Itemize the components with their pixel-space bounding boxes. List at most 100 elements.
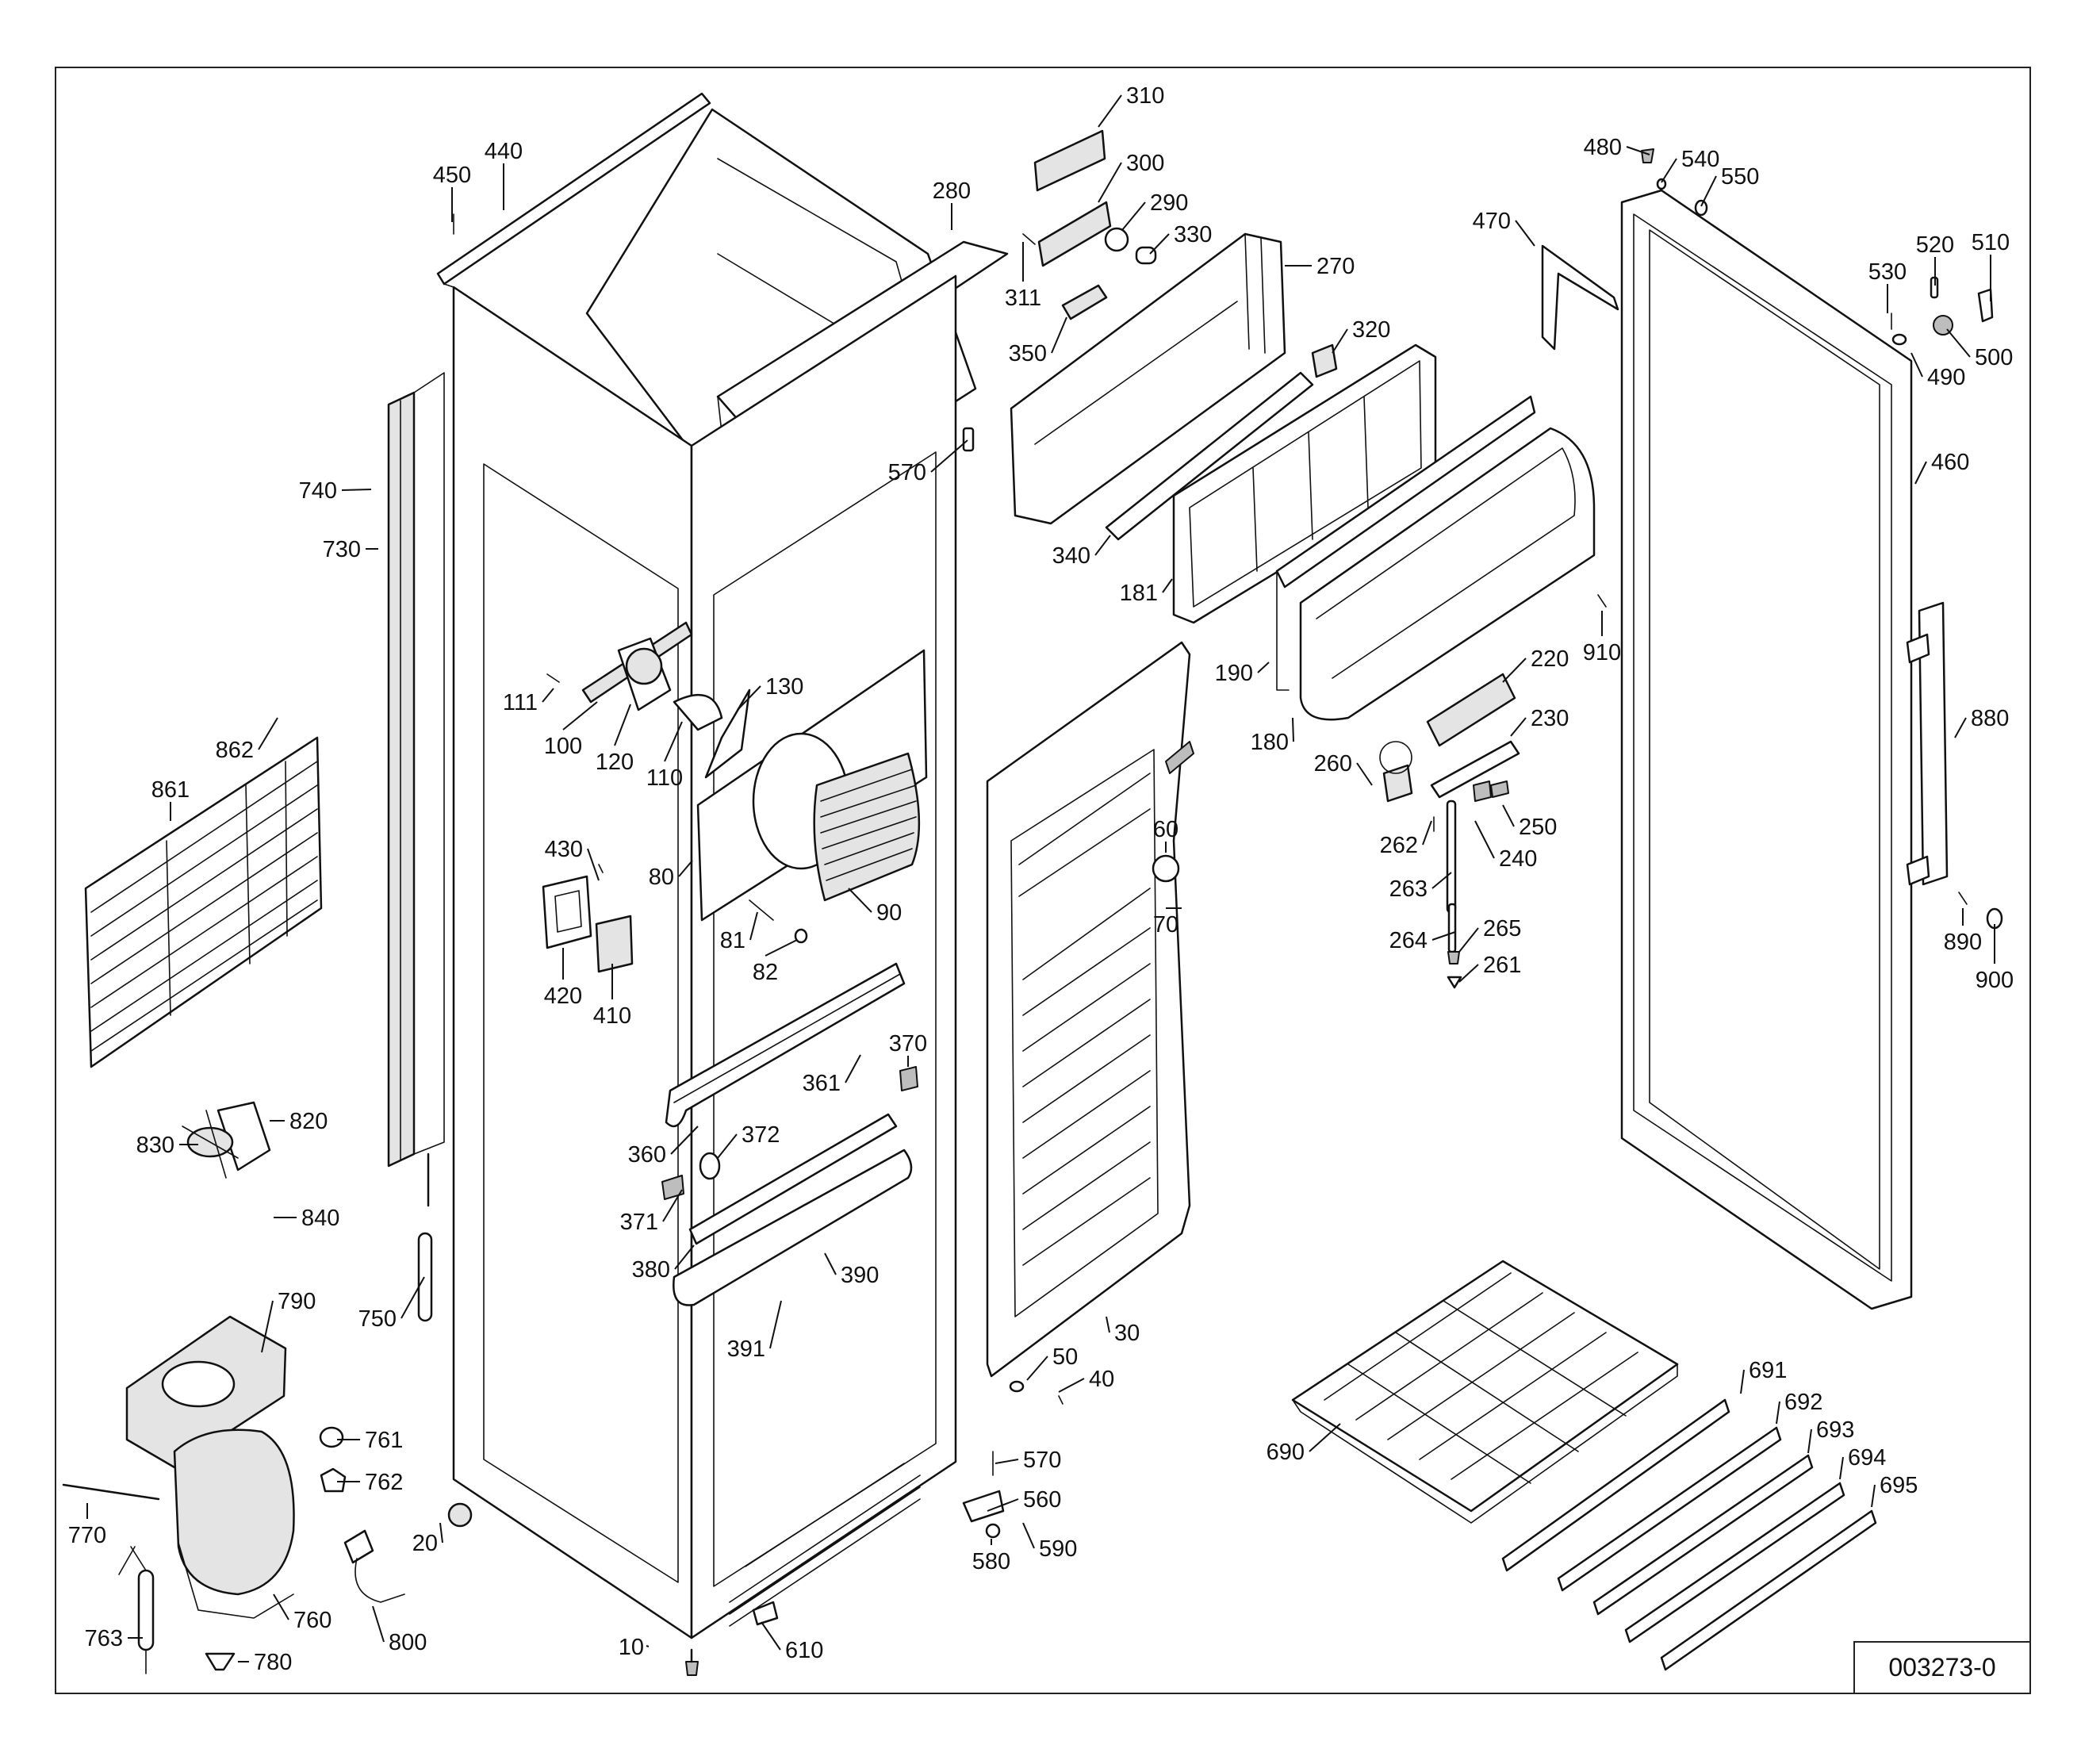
part-number-361: 361 [803,1071,841,1096]
part-number-890: 890 [1944,930,1982,955]
part-number-262: 262 [1380,833,1418,858]
part-number-750: 750 [358,1306,397,1332]
part-number-264: 264 [1389,928,1428,953]
leader-line [273,1593,289,1620]
part-number-320: 320 [1352,317,1390,343]
part-number-40: 40 [1089,1367,1114,1392]
part-number-270: 270 [1316,254,1355,279]
part-number-120: 120 [596,750,634,775]
part-number-460: 460 [1931,450,1969,475]
part-number-570: 570 [888,460,926,485]
leader-line [1431,872,1452,889]
leader-line [1121,201,1146,231]
part-number-111: 111 [503,690,538,715]
leader-line [1309,1423,1341,1452]
part-number-763: 763 [85,1626,123,1651]
part-number-310: 310 [1126,83,1164,109]
leader-line [1515,220,1535,247]
part-number-30: 30 [1114,1321,1140,1346]
leader-line [1356,762,1373,786]
leader-line [1776,1401,1780,1425]
part-number-10: 10 [619,1635,644,1660]
leader-line [562,701,598,731]
part-number-181: 181 [1120,581,1158,606]
drawing-frame [55,67,2031,1694]
part-number-440: 440 [485,139,523,164]
leader-line [1502,658,1527,683]
part-references: 1020304050607080818290100110111120130180… [68,83,2014,1675]
leader-line [1162,578,1173,593]
leader-line [749,911,758,941]
part-number-100: 100 [544,734,582,759]
leader-line [995,1459,1019,1464]
leader-line [1740,1369,1745,1394]
leader-line [765,939,798,957]
part-number-550: 550 [1721,164,1759,190]
drawing-number-box [1853,1641,2031,1694]
part-number-693: 693 [1816,1417,1854,1443]
leader-line [1458,964,1479,983]
leader-line [646,1645,650,1647]
leader-line [662,1189,683,1222]
part-number-20: 20 [412,1531,438,1556]
part-number-490: 490 [1927,365,1965,390]
part-number-790: 790 [278,1289,316,1314]
part-number-861: 861 [151,777,190,803]
part-number-360: 360 [628,1142,666,1168]
part-number-540: 540 [1681,147,1719,172]
leader-line [930,439,968,473]
leader-line [1051,316,1067,354]
part-number-691: 691 [1749,1358,1787,1383]
part-number-900: 900 [1976,968,2014,993]
part-number-82: 82 [753,960,778,985]
part-number-690: 690 [1267,1440,1305,1465]
leader-line [1026,1356,1048,1381]
leader-line [1807,1428,1812,1454]
leader-line [1910,352,1923,378]
leader-line [1098,162,1122,203]
part-number-370: 370 [889,1031,927,1056]
part-number-862: 862 [216,738,254,763]
leader-line [614,704,631,746]
parts-artwork [62,92,2003,1676]
part-number-130: 130 [765,674,803,700]
leader-line [848,888,872,913]
leader-line [1946,328,1971,358]
part-number-280: 280 [933,178,971,204]
part-number-290: 290 [1150,190,1188,216]
leader-line [1626,146,1650,155]
leader-line [439,1522,443,1544]
part-number-761: 761 [365,1428,403,1453]
part-number-510: 510 [1972,230,2010,255]
leader-line [1058,1378,1085,1393]
leader-line [1661,158,1677,183]
part-number-740: 740 [299,478,337,504]
part-number-430: 430 [545,837,583,862]
part-number-692: 692 [1784,1390,1822,1415]
leader-line [674,1244,695,1270]
part-number-250: 250 [1519,815,1557,840]
part-number-230: 230 [1531,706,1569,731]
leader-line [678,860,693,877]
leader-line [261,1300,274,1353]
part-number-610: 610 [785,1638,823,1663]
part-number-760: 760 [293,1608,332,1633]
part-number-590: 590 [1039,1536,1077,1562]
leader-line [1022,1522,1035,1549]
part-number-220: 220 [1531,646,1569,672]
part-number-730: 730 [323,537,361,562]
leader-line [341,489,372,491]
leader-line [664,721,683,762]
part-number-390: 390 [841,1263,879,1288]
part-number-261: 261 [1483,953,1521,978]
part-number-830: 830 [136,1133,174,1158]
part-number-380: 380 [632,1257,670,1283]
part-number-570: 570 [1023,1448,1061,1473]
part-number-340: 340 [1052,543,1090,569]
part-number-80: 80 [649,865,674,890]
part-number-694: 694 [1848,1445,1886,1471]
part-number-780: 780 [254,1650,292,1675]
part-number-263: 263 [1389,876,1428,902]
leader-line [1332,328,1348,354]
